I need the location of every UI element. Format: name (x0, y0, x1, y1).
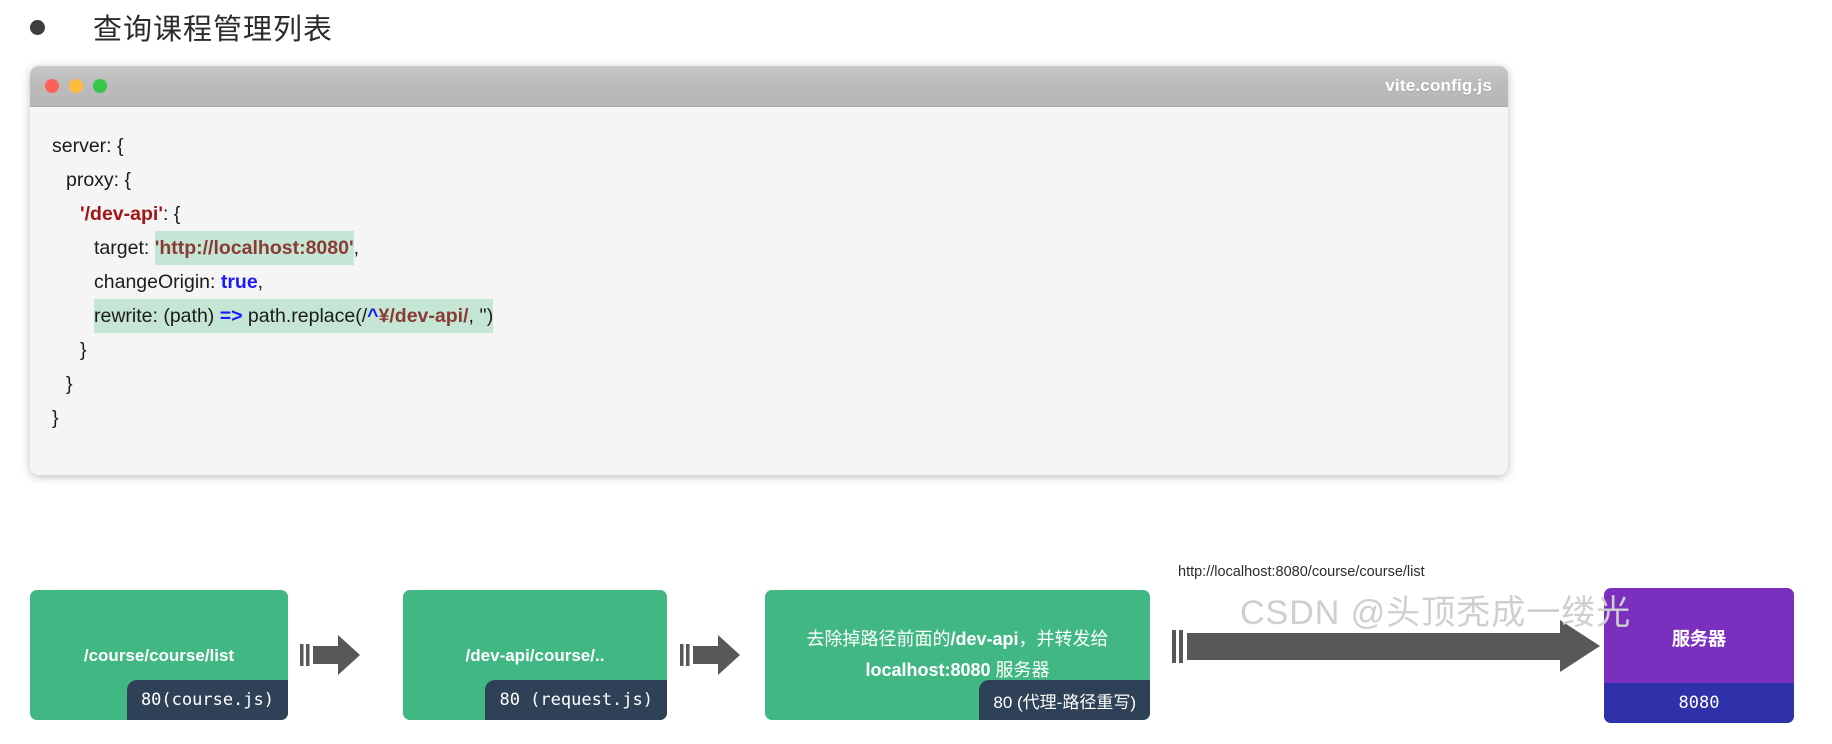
arrow-2-icon (680, 626, 742, 684)
code-token: ^ (367, 299, 379, 333)
code-token: path.replace(/ (242, 299, 368, 333)
code-line: } (30, 367, 1508, 401)
flow-node-label: /course/course/list (83, 645, 235, 665)
code-token: proxy: { (66, 169, 132, 191)
code-token: } (66, 373, 73, 395)
arrow-3-icon (1172, 616, 1602, 676)
code-line: } (30, 401, 1508, 435)
code-line: target: 'http://localhost:8080', (30, 231, 1508, 265)
code-token: rewrite: (path) (94, 299, 220, 333)
code-token: true (220, 271, 258, 293)
code-line: changeOrigin: true, (30, 265, 1508, 299)
flow-node-badge: 8080 (1604, 683, 1794, 723)
flow-node-badge: 80 (代理-路径重写) (979, 680, 1150, 720)
flow-node-proxy-rewrite: 去除掉路径前面的/dev-api，并转发给 localhost:8080 服务器… (765, 590, 1150, 720)
arrow-3-label: http://localhost:8080/course/course/list (1178, 564, 1425, 580)
code-token: : { (162, 203, 181, 225)
code-line: } (30, 333, 1508, 367)
flow-node-label-line2: localhost:8080 服务器 (775, 655, 1140, 686)
page-title: 查询课程管理列表 (93, 12, 334, 46)
code-token: '/dev-api' (80, 203, 163, 225)
code-token: , '') (468, 299, 494, 333)
code-token: target: (94, 237, 155, 259)
code-token: , (353, 237, 360, 259)
code-window-filename: vite.config.js (1385, 76, 1492, 95)
code-token: => (219, 299, 243, 333)
flow-node-label-part: 服务器 (990, 660, 1050, 680)
flow-node-dev-api: /dev-api/course/.. 80 (request.js) (403, 590, 667, 720)
code-line: proxy: { (30, 163, 1508, 197)
code-token: } (80, 339, 87, 361)
flow-node-label-line1: 去除掉路径前面的/dev-api，并转发给 (775, 624, 1140, 655)
close-icon[interactable] (45, 79, 59, 93)
code-token: } (52, 407, 59, 429)
maximize-icon[interactable] (93, 79, 107, 93)
flow-node-badge: 80 (request.js) (485, 680, 667, 720)
code-token: ¥/dev-api/ (378, 299, 469, 333)
flow-node-label-part: /dev-api (950, 629, 1019, 649)
flow-node-label-part: localhost:8080 (865, 660, 991, 680)
code-token: changeOrigin: (94, 271, 221, 293)
page-heading: 查询课程管理列表 (30, 6, 333, 48)
code-token: 'http://localhost:8080' (154, 231, 354, 265)
code-token: , (257, 271, 264, 293)
flow-node-server: 服务器 8080 (1604, 588, 1794, 723)
window-controls[interactable] (45, 79, 107, 93)
flow-node-badge: 80(course.js) (126, 680, 288, 720)
code-line: '/dev-api': { (30, 197, 1508, 231)
flow-node-label: /dev-api/course/.. (465, 645, 605, 665)
code-token: server: { (52, 135, 124, 157)
arrow-1-icon (300, 626, 362, 684)
flow-node-course-list: /course/course/list 80(course.js) (30, 590, 288, 720)
flow-diagram: /course/course/list 80(course.js) /dev-a… (0, 540, 1832, 744)
flow-node-label: 服务器 (1672, 629, 1726, 649)
code-line: rewrite: (path) => path.replace(/^¥/dev-… (30, 299, 1508, 333)
flow-node-label: 去除掉路径前面的/dev-api，并转发给 localhost:8080 服务器 (765, 624, 1150, 686)
flow-node-label-part: ，并转发给 (1018, 629, 1109, 649)
code-content: server: {proxy: {'/dev-api': {target: 'h… (30, 107, 1508, 475)
code-window: vite.config.js server: { proxy: { '/dev-ap… (30, 66, 1508, 475)
bullet-icon (30, 19, 45, 35)
code-window-title-bar[interactable]: vite.config.js (30, 66, 1508, 107)
code-line: server: { (30, 129, 1508, 163)
flow-node-label-part: 去除掉路径前面的 (806, 629, 951, 649)
minimize-icon[interactable] (69, 79, 83, 93)
